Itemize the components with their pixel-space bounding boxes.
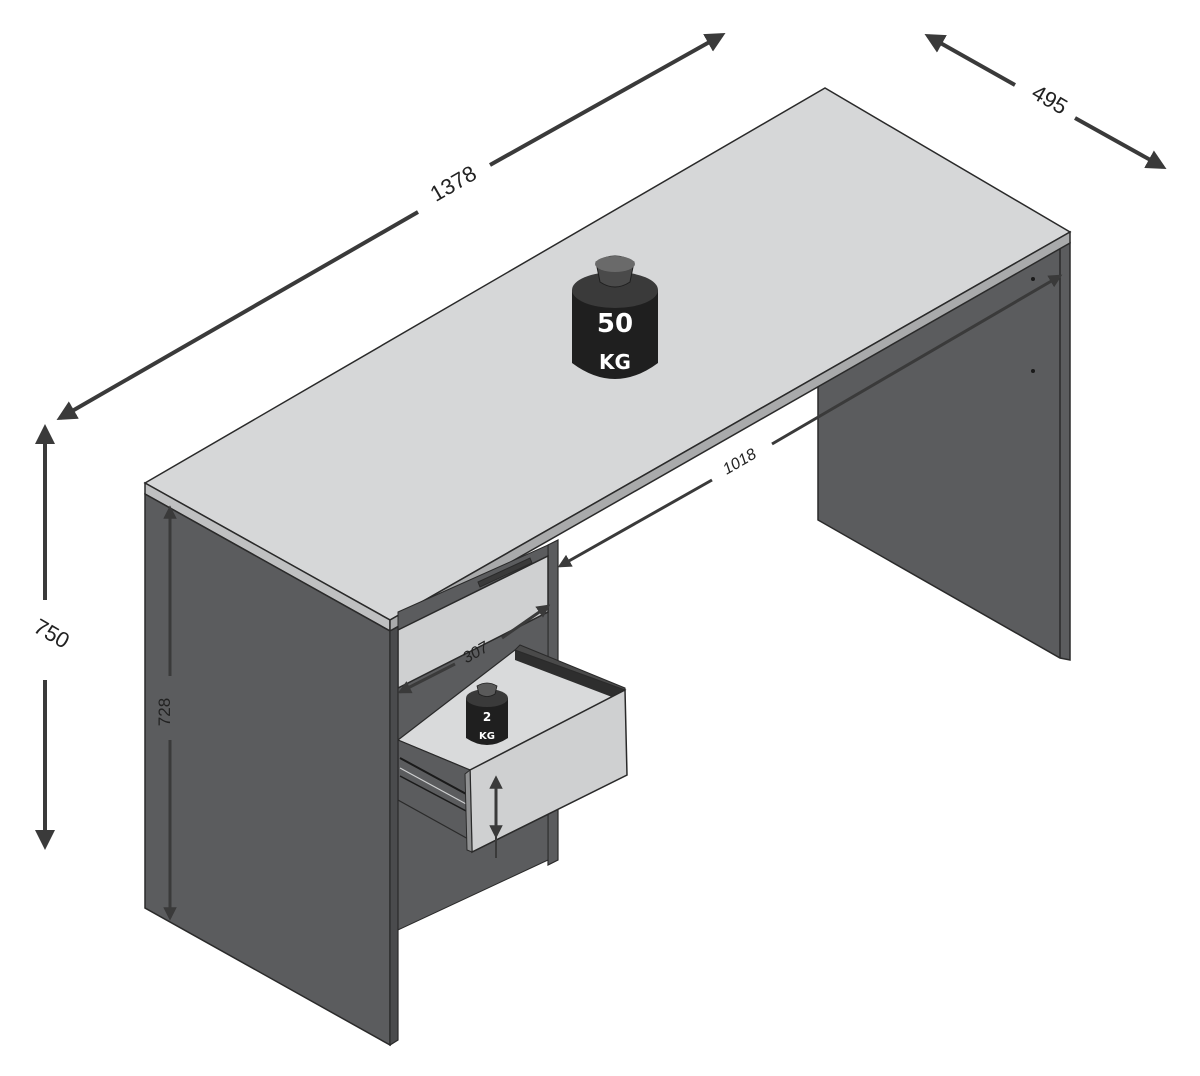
depth-dimension: 495 [924,34,1167,169]
knee-space-label: 1018 [720,446,759,479]
leg-height-label: 728 [155,698,174,726]
desk-weight-value: 50 [597,309,633,339]
depth-label: 495 [1028,79,1072,119]
weight-50kg-icon: 50 KG [572,255,658,379]
weight-2kg-icon: 2 KG [466,682,508,745]
height-dimension: 750 [30,424,74,850]
open-drawer [396,644,628,854]
width-label: 1378 [426,160,481,206]
screw-hole [1031,277,1035,281]
desk-weight-unit: KG [599,350,631,374]
drawer-weight-value: 2 [483,710,491,724]
leg-height-dimension: 728 [155,505,177,921]
height-label: 750 [30,613,74,653]
drawer-weight-unit: KG [479,731,495,742]
screw-hole [1031,369,1035,373]
left-leg-panel [144,492,399,1047]
right-leg-panel [817,241,1071,661]
